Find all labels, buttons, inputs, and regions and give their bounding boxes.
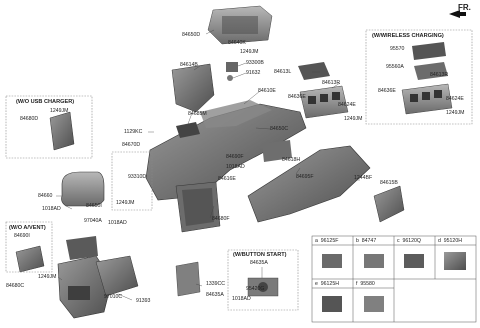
legend-key: f [356,281,358,287]
label-84610E: 84610E [258,88,276,94]
label-84636E: 84636E [288,94,306,100]
part-84650D [207,5,273,45]
label-84680F: 84680F [212,216,230,222]
legend-cell-a: a 96125F [315,238,338,244]
part-1339CC [175,261,201,297]
label-w-84613R: 84613R [430,72,449,78]
legend-part: 95120H [443,238,462,244]
wireless-charger-parts [401,42,453,115]
legend-thumbnails [322,252,466,312]
label-1018AD-d: 1018AD [232,296,251,302]
legend-key: d [438,238,441,244]
label-84650C: 84650C [270,126,289,132]
label-84613L: 84613L [274,69,292,75]
label-84690F: 84690F [226,154,244,160]
legend-part: 96120Q [402,238,421,244]
front-arrow-icon [449,10,466,18]
part-84613L [298,62,330,80]
label-1249JM-e: 1249JM [38,274,57,280]
label-w-84636E: 84636E [378,88,396,94]
part-84614B [171,63,215,113]
box-title-wireless: (W/WIRELESS CHARGING) [372,33,444,39]
legend-part: 95580 [360,281,375,287]
legend-part: 84747 [361,238,377,244]
group-boxes [5,29,473,311]
label-w-95570: 95570 [390,46,405,52]
label-1244BF: 1244BF [354,175,373,181]
label-w-84624E: 84624E [446,96,464,102]
label-w-1249JM: 1249JM [446,110,465,116]
part-84690I [15,245,45,273]
label-84660: 84660 [38,193,53,199]
label-93300B: 93300B [246,60,264,66]
legend-cell-c: c 96120Q [397,238,421,244]
legend-key: a [315,238,318,244]
legend-part: 96125F [320,238,339,244]
box-title-button: (W/BUTTON START) [233,252,287,258]
label-w-95560A: 95560A [386,64,404,70]
part-84685M [176,122,200,138]
box-title-usb: (W/O USB CHARGER) [16,99,75,105]
label-84618H: 84618H [282,157,301,163]
label-84650D: 84650D [182,32,201,38]
front-direction-label: FR. [458,3,471,12]
part-84680F [175,181,221,233]
part-93300B [226,62,238,81]
label-1249JM-b: 1249JM [344,116,363,122]
legend-cell-d: d 95120H [438,238,462,244]
label-84690I: 84690I [14,233,30,239]
part-84680C [57,255,113,319]
label-1018AD-b: 1018AD [42,206,61,212]
label-1339CC: 1339CC [206,281,226,287]
part-84695F [247,145,371,223]
label-1249JM-d: 1249JM [50,108,69,114]
part-84635A [247,277,279,297]
legend-part: 96125H [320,281,339,287]
part-97040A [66,236,98,260]
label-91393: 91393 [136,298,151,304]
legend-key: e [315,281,318,287]
label-84670D: 84670D [122,142,141,148]
part-84618H [262,140,292,162]
label-1249JM-c: 1249JM [116,200,135,206]
label-84640K: 84640K [228,40,246,46]
label-97010C: 97010C [104,294,123,300]
legend-key: b [356,238,359,244]
label-1129KC: 1129KC [124,129,143,135]
label-84680D: 84680D [20,116,39,122]
part-84660 [61,171,105,207]
legend-cell-e: e 96125H [315,281,339,287]
label-93310D: 93310D [128,174,147,180]
legend-table [311,235,477,323]
label-84635A-b: 84635A [250,260,268,266]
label-84680C: 84680C [6,283,25,289]
leader-lines [56,29,360,301]
label-97040A: 97040A [84,218,102,224]
label-1018AD-a: 1018AD [226,164,245,170]
box-title-avent: (W/O A/VENT) [9,225,46,231]
label-84614B: 84614B [180,62,198,68]
legend-key: c [397,238,400,244]
label-84613R: 84613R [322,80,341,86]
legend-cell-f: f 95580 [356,281,375,287]
label-1249JM-a: 1249JM [240,49,259,55]
label-84695F: 84695F [296,174,314,180]
label-84635A-a: 84635A [206,292,224,298]
label-84616E: 84616E [218,176,236,182]
part-84615B [373,185,405,223]
legend-cell-b: b 84747 [356,238,376,244]
label-95420G: 95420G [246,286,265,292]
part-97010C [95,255,139,297]
label-84624E: 84624E [338,102,356,108]
label-1018AD-c: 1018AD [108,220,127,226]
label-84685M: 84685M [188,111,207,117]
label-91632: 91632 [246,70,261,76]
label-84615B: 84615B [380,180,398,186]
part-84680D [49,111,75,151]
part-84636E [299,85,349,119]
label-84650I: 84650I [86,203,102,209]
